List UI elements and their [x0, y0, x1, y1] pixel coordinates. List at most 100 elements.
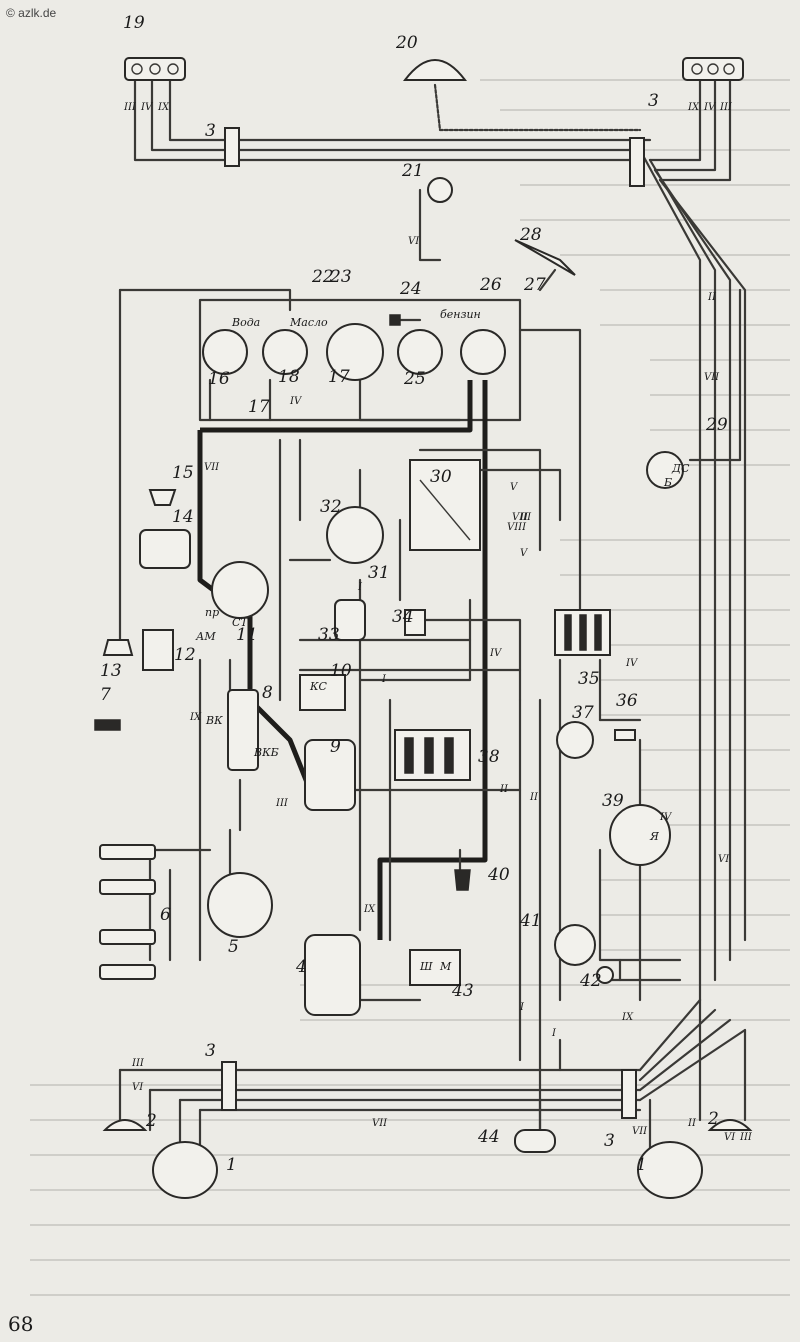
wire-numeral: IX: [157, 102, 170, 113]
wire-numeral: V: [520, 548, 529, 559]
label-ya: Я: [649, 830, 660, 843]
wire-numeral: III: [739, 1132, 753, 1143]
wire-numeral: IX: [363, 904, 376, 915]
wire-numeral: II: [529, 792, 539, 803]
wire-numeral: III: [131, 1058, 145, 1069]
callout: 16: [208, 369, 230, 389]
label-benzin: бензин: [440, 308, 481, 321]
callout: 44: [477, 1127, 500, 1147]
callout: 27: [523, 275, 546, 295]
callout: 7: [100, 685, 111, 705]
wire-numeral: VII: [632, 1126, 648, 1137]
callout: 42: [579, 971, 602, 991]
wire-numeral: IX: [621, 1012, 634, 1023]
wire-numeral: VI: [718, 854, 730, 865]
callout-labels: 19 20 3 3 21 28 22 23 24 26 27 16 17 18 …: [100, 13, 728, 1175]
wire-numeral: VII: [372, 1118, 388, 1129]
callout: 35: [578, 669, 600, 689]
callout: 29: [705, 415, 728, 435]
callout: 36: [616, 691, 638, 711]
callout: 40: [487, 865, 510, 885]
wire-numeral: IX: [189, 712, 202, 723]
callout: 25: [403, 369, 426, 389]
wire-numeral: VI: [132, 1082, 144, 1093]
wire-numeral: VII: [204, 462, 220, 473]
callout: 8: [262, 683, 273, 703]
callout: 10: [330, 661, 352, 681]
wire-numeral: II: [519, 512, 529, 523]
callout: 17: [328, 367, 350, 387]
wire-numeral: I: [519, 1002, 525, 1013]
callout: 17: [248, 397, 270, 417]
wire-numeral: II: [707, 292, 717, 303]
callout: 23: [329, 267, 352, 287]
label-m: М: [439, 960, 452, 973]
label-voda: Вода: [231, 316, 260, 329]
label-ds: ДС: [671, 462, 690, 475]
wire-numeral: I: [357, 582, 363, 593]
label-maslo: Масло: [289, 316, 328, 329]
wire-numeral: III: [719, 102, 733, 113]
callout: 43: [451, 981, 474, 1001]
wire-numeral: VI: [408, 236, 420, 247]
components: [94, 57, 753, 1199]
label-am: АМ: [195, 630, 216, 643]
label-st: СТ: [232, 616, 249, 629]
wire-numerals: III IV IX IX IV III VI IV VIII VII II I …: [123, 102, 753, 1143]
callout: 12: [174, 645, 196, 665]
callout: 34: [392, 607, 414, 627]
callout: 1: [226, 1155, 237, 1175]
wire-numeral: III: [123, 102, 137, 113]
callout: 11: [236, 625, 258, 645]
callout: 6: [160, 905, 171, 925]
callout: 4: [295, 957, 307, 977]
callout: 3: [604, 1131, 615, 1151]
callout: 3: [648, 91, 659, 111]
page-number: 68: [8, 1312, 34, 1336]
label-pr: пр: [205, 606, 219, 619]
wire-numeral: IV: [625, 658, 639, 669]
callout: 39: [602, 791, 624, 811]
callout: 19: [123, 13, 145, 33]
wire-numeral: I: [551, 1028, 557, 1039]
callout: 13: [100, 661, 122, 681]
callout: 21: [401, 161, 424, 181]
callout: 2: [707, 1109, 719, 1129]
wire-numeral: IV: [489, 648, 503, 659]
device-inscriptions: Вода Масло бензин АМ ДС Б ВК ВКБ пр СТ К…: [195, 308, 690, 973]
wire-numeral: IV: [659, 812, 673, 823]
callout: 37: [572, 703, 594, 723]
callout: 3: [205, 1041, 216, 1061]
wire-numeral: IV: [289, 396, 303, 407]
callout: 18: [278, 367, 300, 387]
wire-numeral: I: [381, 674, 387, 685]
callout: 14: [172, 507, 194, 527]
callout: 33: [318, 625, 340, 645]
wire-numeral: IV: [140, 102, 154, 113]
callout: 9: [330, 737, 341, 757]
callout: 22: [311, 267, 334, 287]
wire-numeral: IX: [687, 102, 700, 113]
wire-numeral: V: [510, 482, 519, 493]
bleed-through-text: [30, 79, 790, 1296]
callout: 32: [320, 497, 342, 517]
callout: 2: [145, 1111, 157, 1131]
callout: 1: [636, 1155, 647, 1175]
callout: 26: [479, 275, 502, 295]
label-ks: КС: [309, 680, 328, 693]
callout: 28: [519, 225, 542, 245]
wire-numeral: VIII: [512, 512, 532, 523]
label-vkb: ВКБ: [253, 746, 279, 759]
callout: 41: [519, 911, 542, 931]
label-vk: ВК: [205, 714, 223, 727]
wire-numeral: VII: [704, 372, 720, 383]
callout: 20: [395, 33, 418, 53]
wire-numeral: VI: [724, 1132, 736, 1143]
callout: 24: [399, 279, 422, 299]
wire-numeral: II: [499, 784, 509, 795]
watermark: © azlk.de: [6, 6, 57, 20]
callout: 15: [172, 463, 194, 483]
wire-numeral: VIII: [507, 522, 527, 533]
callout: 31: [368, 563, 390, 583]
